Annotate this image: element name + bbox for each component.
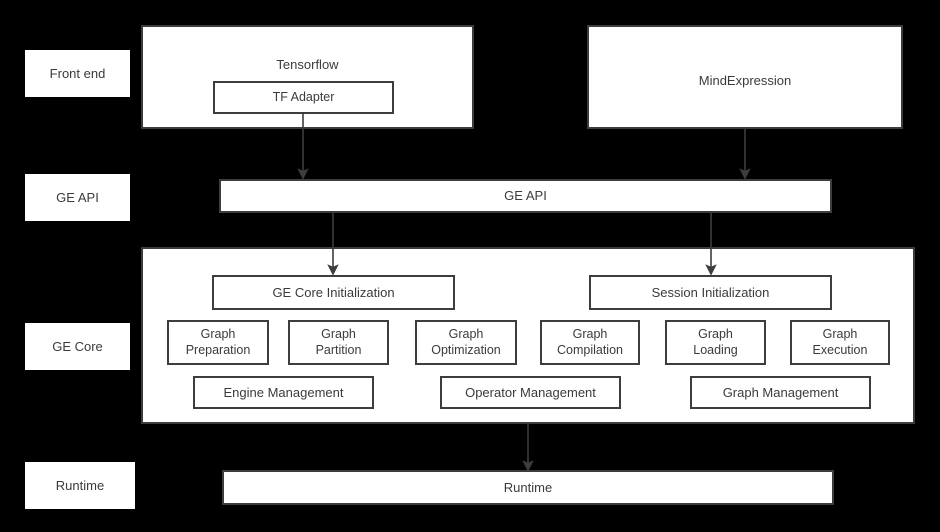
layer-label-runtime-text: Runtime <box>55 477 105 493</box>
tf-adapter-box[interactable]: TF Adapter <box>213 81 394 114</box>
tensorflow-title: Tensorflow <box>276 57 339 72</box>
ge-core-initialization-label: GE Core Initialization <box>272 284 395 300</box>
graph-management-label: Graph Management <box>722 384 839 400</box>
layer-label-ge-core-text: GE Core <box>52 338 103 354</box>
layer-label-ge-core: GE Core <box>25 323 130 370</box>
mindexpression-title: MindExpression <box>698 73 792 88</box>
layer-label-ge-api-text: GE API <box>56 189 99 205</box>
tf-adapter-label: TF Adapter <box>272 89 335 104</box>
ge-core-initialization-box[interactable]: GE Core Initialization <box>212 275 455 310</box>
engine-management-box[interactable]: Engine Management <box>193 376 374 409</box>
graph-management-box[interactable]: Graph Management <box>690 376 871 409</box>
runtime-bar-label: Runtime <box>503 479 553 495</box>
layer-label-ge-api: GE API <box>25 174 130 221</box>
layer-label-front-end: Front end <box>25 50 130 97</box>
layer-label-front-end-text: Front end <box>49 65 106 81</box>
ge-api-bar[interactable]: GE API <box>219 179 832 213</box>
session-initialization-box[interactable]: Session Initialization <box>589 275 832 310</box>
layer-label-runtime: Runtime <box>25 462 135 509</box>
mindexpression-container: MindExpression <box>587 25 903 129</box>
runtime-bar[interactable]: Runtime <box>222 470 834 505</box>
operator-management-label: Operator Management <box>465 384 596 400</box>
operator-management-box[interactable]: Operator Management <box>440 376 621 409</box>
engine-management-label: Engine Management <box>223 384 344 400</box>
ge-api-bar-label: GE API <box>504 188 547 204</box>
session-initialization-label: Session Initialization <box>651 284 770 300</box>
